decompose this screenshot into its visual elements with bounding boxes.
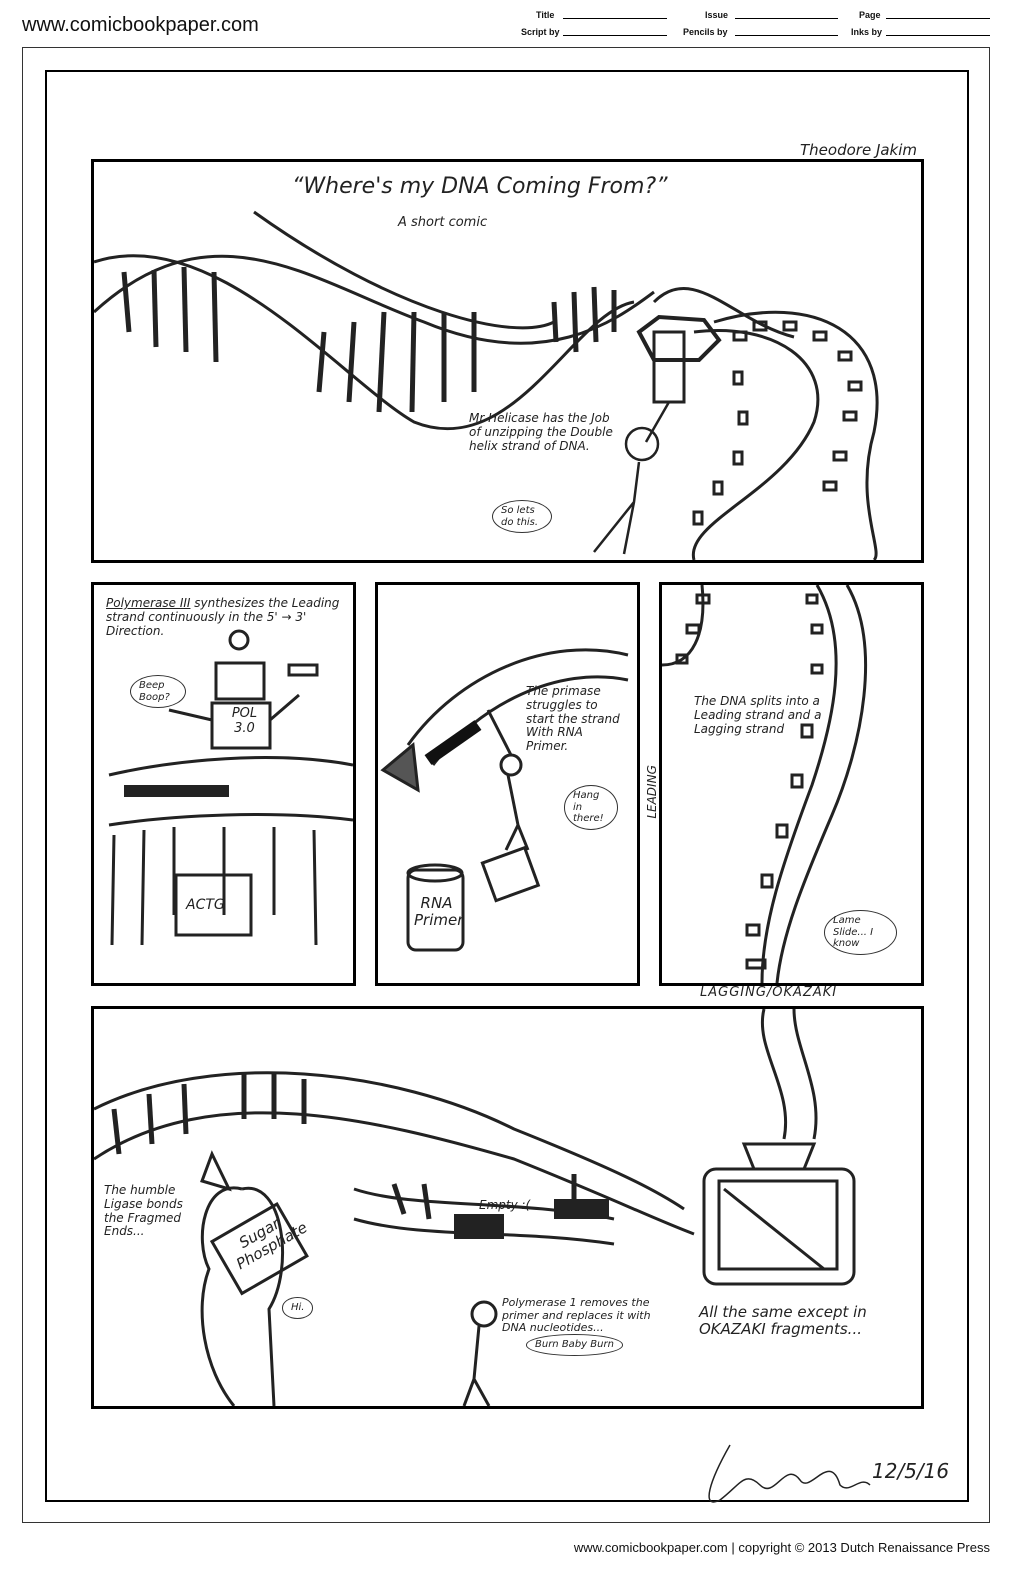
panel-dna-splits: The DNA splits into a Leading strand and…	[659, 582, 924, 986]
script-by-label: Script by	[521, 27, 560, 37]
speech-bubble-lame-slide: Lame Slide... I know	[824, 910, 897, 955]
panel-helicase: “Where's my DNA Coming From?” A short co…	[91, 159, 924, 563]
signature-date: 12/5/16	[872, 1459, 950, 1483]
helicase-caption: Mr Helicase has the Job of unzipping the…	[469, 411, 613, 453]
artist-signature	[708, 1444, 871, 1503]
issue-line	[735, 18, 838, 19]
primase-caption: The primase struggles to start the stran…	[526, 684, 620, 754]
comic-subtitle: A short comic	[398, 215, 488, 230]
footer-copyright: www.comicbookpaper.com | copyright © 201…	[573, 1540, 990, 1555]
nucleotide-box-label: ACTG	[186, 897, 225, 913]
title-label: Title	[536, 10, 555, 20]
split-dna-drawing	[662, 585, 868, 983]
polymerase-1-caption: Polymerase 1 removes the primer and repl…	[502, 1296, 651, 1335]
page-border	[22, 47, 990, 1523]
script-by-line	[563, 35, 667, 36]
empty-label: Empty :(	[479, 1198, 531, 1212]
pencils-by-label: Pencils by	[683, 27, 728, 37]
issue-label: Issue	[705, 10, 729, 20]
robot-drawing	[108, 629, 353, 946]
inks-by-label: Inks by	[851, 27, 883, 37]
primase-drawing	[380, 648, 629, 952]
okazaki-caption: All the same except in OKAZAKI fragments…	[699, 1303, 867, 1339]
dna-splits-caption: The DNA splits into a Leading strand and…	[694, 694, 822, 736]
rna-primer-bucket-label: RNA Primer	[414, 894, 464, 930]
speech-bubble-hang-in-there: Hang in there!	[564, 785, 618, 830]
panel-primase: The primase struggles to start the stran…	[375, 582, 640, 986]
speech-bubble-hi: Hi.	[282, 1297, 314, 1319]
ligase-drawing	[94, 1009, 856, 1406]
ligase-caption: The humble Ligase bonds the Fragmed Ends…	[104, 1183, 183, 1239]
page-line	[886, 18, 990, 19]
lagging-okazaki-label: LAGGING/OKAZAKI	[700, 985, 838, 1000]
polymerase-3-name: Polymerase III	[106, 596, 191, 610]
speech-bubble-lets-do-this: So lets do this.	[492, 500, 552, 533]
panel-polymerase-3: Polymerase III synthesizes the Leading s…	[91, 582, 356, 986]
panel-ligase-okazaki: The humble Ligase bonds the Fragmed Ends…	[91, 1006, 924, 1409]
page-label: Page	[859, 10, 881, 20]
robot-label: POL 3.0	[231, 706, 258, 736]
comic-title: “Where's my DNA Coming From?”	[292, 174, 668, 199]
polymerase-3-caption: Polymerase III synthesizes the Leading s…	[106, 596, 341, 638]
author-name: Theodore Jakim	[800, 141, 918, 159]
speech-bubble-burn-baby-burn: Burn Baby Burn	[526, 1334, 623, 1356]
site-url: www.comicbookpaper.com	[22, 14, 259, 36]
dna-helix-drawing	[94, 210, 879, 560]
polymerase-3-text: synthesizes the Leading strand continuou…	[106, 596, 340, 638]
inks-by-line	[886, 35, 990, 36]
leading-strand-label: LEADING	[645, 765, 660, 819]
title-line	[563, 18, 667, 19]
speech-bubble-beep-boop: Beep Boop?	[130, 675, 186, 708]
pencils-by-line	[735, 35, 838, 36]
panel-area-border	[45, 70, 969, 1502]
